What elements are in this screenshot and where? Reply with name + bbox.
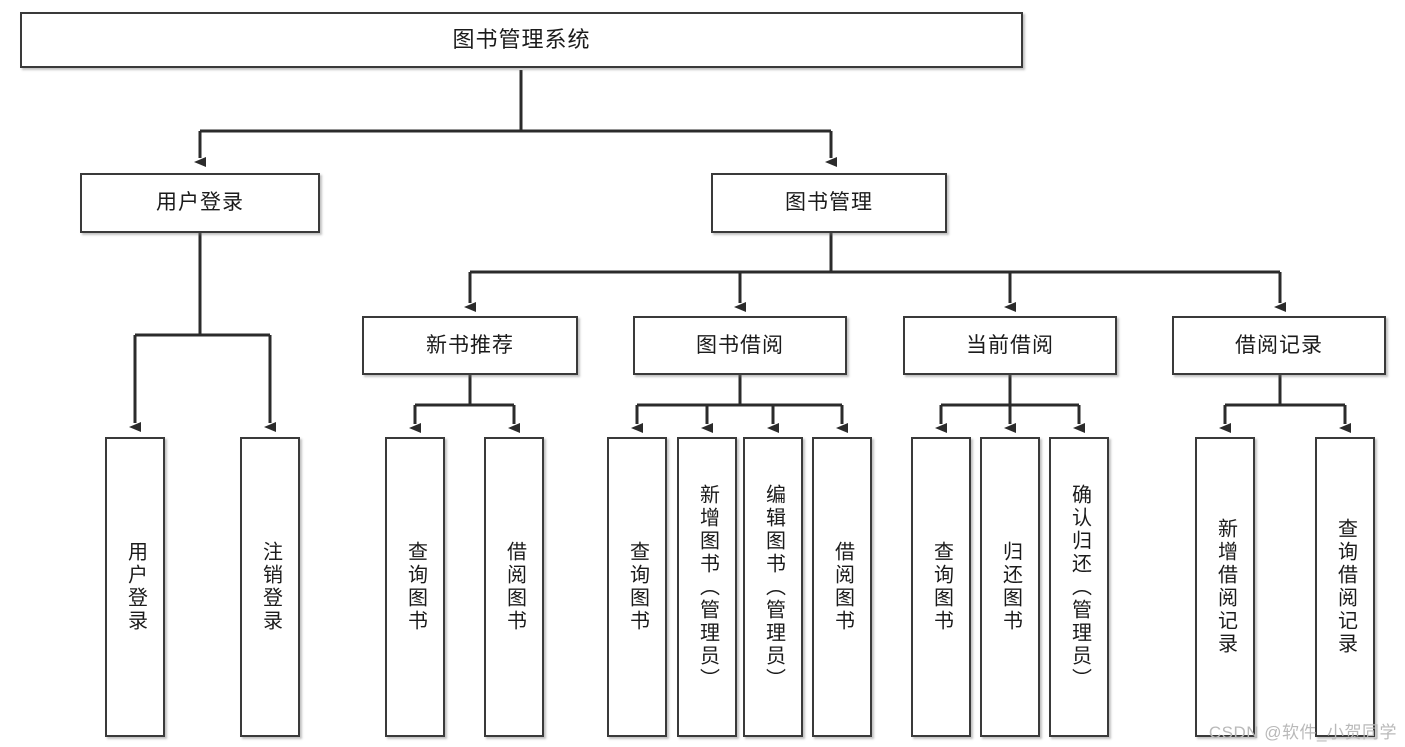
node-label: 注销登录 [259, 541, 282, 633]
node-label: 借阅图书 [831, 541, 854, 633]
node-label: 归还图书 [999, 541, 1022, 633]
node-label: 查询图书 [930, 541, 953, 633]
node-label: 借阅记录 [1235, 333, 1323, 357]
leaf-new-book-query[interactable]: 查询图书 [385, 437, 445, 737]
node-label: 图书管理 [785, 191, 873, 215]
node-book-borrow[interactable]: 图书借阅 [633, 316, 847, 375]
node-root-book-management-system[interactable]: 图书管理系统 [20, 12, 1023, 68]
node-label: 查询图书 [626, 541, 649, 633]
node-label: 借阅图书 [503, 541, 526, 633]
node-label: 查询借阅记录 [1334, 518, 1357, 656]
node-label: 编辑图书（管理员） [762, 483, 785, 691]
node-label: 当前借阅 [966, 333, 1054, 357]
leaf-borrow-query-book[interactable]: 查询图书 [607, 437, 667, 737]
leaf-user-login-logout[interactable]: 注销登录 [240, 437, 300, 737]
node-current-borrow[interactable]: 当前借阅 [903, 316, 1117, 375]
node-label: 用户登录 [124, 541, 147, 633]
leaf-borrow-borrow-book[interactable]: 借阅图书 [812, 437, 872, 737]
node-label: 新增图书（管理员） [696, 483, 719, 691]
node-label: 图书管理系统 [452, 26, 591, 52]
leaf-current-query-book[interactable]: 查询图书 [911, 437, 971, 737]
node-label: 用户登录 [156, 191, 244, 215]
node-label: 查询图书 [404, 541, 427, 633]
leaf-record-add[interactable]: 新增借阅记录 [1195, 437, 1255, 737]
node-book-management[interactable]: 图书管理 [711, 173, 947, 233]
leaf-current-confirm-return[interactable]: 确认归还（管理员） [1049, 437, 1109, 737]
node-new-book-recommend[interactable]: 新书推荐 [362, 316, 578, 375]
leaf-borrow-edit-book[interactable]: 编辑图书（管理员） [743, 437, 803, 737]
leaf-borrow-add-book[interactable]: 新增图书（管理员） [677, 437, 737, 737]
leaf-new-book-borrow[interactable]: 借阅图书 [484, 437, 544, 737]
watermark: CSDN @软件_小贺同学 [1208, 723, 1397, 742]
node-borrow-record[interactable]: 借阅记录 [1172, 316, 1386, 375]
leaf-record-query[interactable]: 查询借阅记录 [1315, 437, 1375, 737]
node-label: 新书推荐 [426, 333, 514, 357]
node-label: 图书借阅 [696, 333, 784, 357]
node-user-login[interactable]: 用户登录 [80, 173, 320, 233]
leaf-current-return-book[interactable]: 归还图书 [980, 437, 1040, 737]
node-label: 确认归还（管理员） [1068, 483, 1091, 691]
leaf-user-login-login[interactable]: 用户登录 [105, 437, 165, 737]
node-label: 新增借阅记录 [1214, 518, 1237, 656]
